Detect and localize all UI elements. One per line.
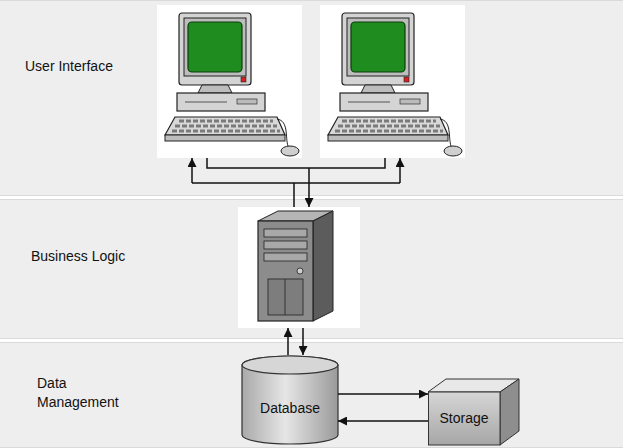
box-side [500, 379, 519, 445]
tier-band: User Interface [0, 0, 623, 196]
cylinder-body [242, 356, 338, 444]
tier-label: User Interface [25, 57, 155, 76]
box-front [429, 392, 501, 445]
cylinder-top [242, 356, 338, 374]
node-label: Database [242, 399, 338, 418]
tier-band: Business Logic [0, 199, 623, 339]
storage-box: Storage [428, 378, 520, 446]
tier-label: Data Management [37, 374, 132, 412]
database-cylinder: Database [242, 356, 338, 444]
tier-band: Data ManagementDatabaseStorage [0, 342, 623, 448]
node-label: Storage [428, 409, 500, 428]
tier-label: Business Logic [31, 247, 161, 266]
